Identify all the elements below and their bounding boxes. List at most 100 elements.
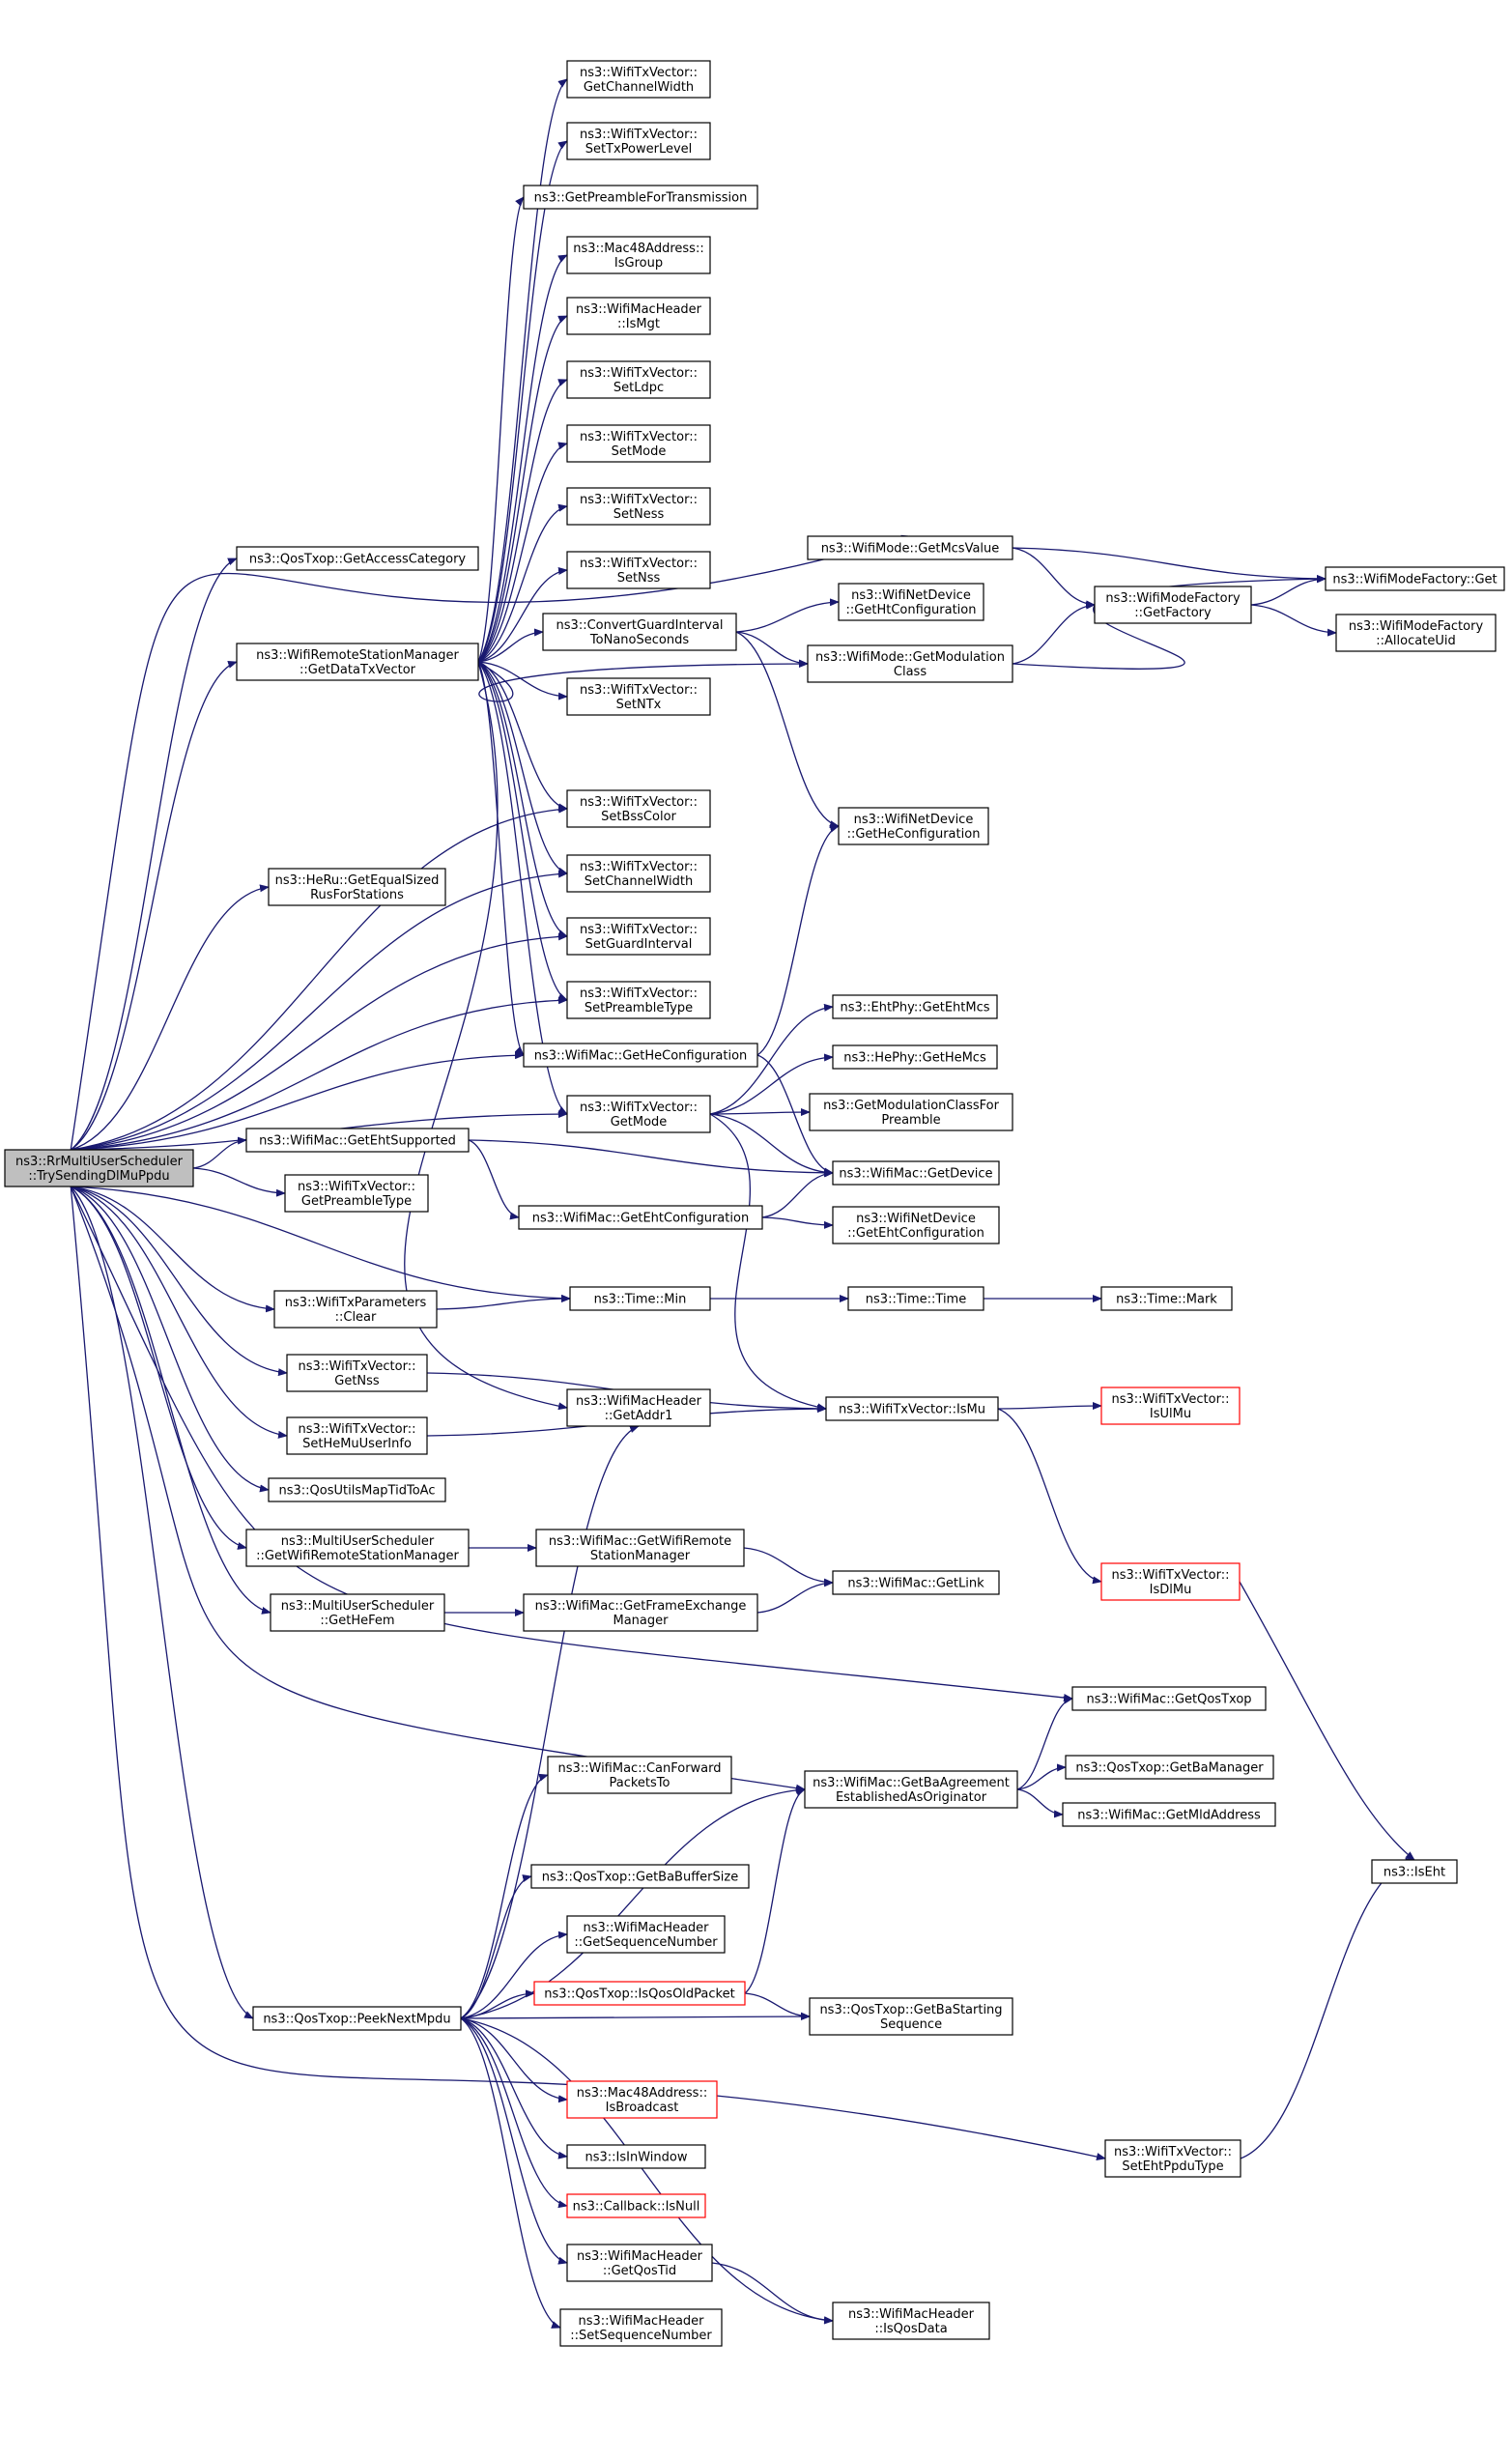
node-label: ns3::WifiTxVector:: (580, 366, 698, 381)
node-isUlMu[interactable]: ns3::WifiTxVector::IsUlMu (1100, 1387, 1241, 1425)
node-setMode[interactable]: ns3::WifiTxVector::SetMode (566, 424, 711, 463)
node-box (245, 1529, 470, 1567)
node-box (518, 1205, 763, 1230)
node-getHeConfigurationDev[interactable]: ns3::WifiNetDevice::GetHeConfiguration (838, 807, 989, 845)
node-label: ns3::WifiMode::GetMcsValue (821, 542, 1000, 557)
node-getFactory[interactable]: ns3::WifiModeFactory::GetFactory (1094, 586, 1252, 624)
node-getDevice[interactable]: ns3::WifiMac::GetDevice (832, 1160, 1000, 1186)
node-label: ns3::IsEht (1384, 1866, 1445, 1880)
node-getQosTid[interactable]: ns3::WifiMacHeader::GetQosTid (566, 2244, 713, 2282)
node-label: ns3::WifiMacHeader (576, 302, 702, 317)
node-getMode[interactable]: ns3::WifiTxVector::GetMode (566, 1095, 711, 1133)
call-edge (70, 534, 911, 1151)
node-label: ns3::WifiMacHeader (578, 2314, 704, 2329)
node-setNess[interactable]: ns3::WifiTxVector::SetNess (566, 487, 711, 526)
node-qosUtilsMapTidToAc[interactable]: ns3::QosUtilsMapTidToAc (268, 1477, 446, 1502)
node-isMu[interactable]: ns3::WifiTxVector::IsMu (825, 1396, 999, 1421)
node-label: EstablishedAsOriginator (836, 1790, 987, 1805)
node-box (807, 644, 1013, 683)
node-root[interactable]: ns3::RrMultiUserScheduler::TrySendingDlM… (4, 1149, 194, 1187)
node-setEhtPpduType[interactable]: ns3::WifiTxVector::SetEhtPpduType (1104, 2139, 1241, 2178)
node-box (832, 1206, 1000, 1244)
node-isDlMu[interactable]: ns3::WifiTxVector::IsDlMu (1100, 1562, 1241, 1601)
node-getHtConfiguration[interactable]: ns3::WifiNetDevice::GetHtConfiguration (838, 583, 984, 621)
call-edge (709, 1053, 834, 1115)
node-setTxPowerLevel[interactable]: ns3::WifiTxVector::SetTxPowerLevel (566, 122, 711, 160)
node-getEhtConfigurationMac[interactable]: ns3::WifiMac::GetEhtConfiguration (518, 1205, 763, 1230)
node-label: ns3::WifiTxVector:: (580, 860, 698, 874)
node-timeMark[interactable]: ns3::Time::Mark (1100, 1286, 1233, 1311)
node-isQosData[interactable]: ns3::WifiMacHeader::IsQosData (832, 2302, 990, 2340)
node-setPreambleType[interactable]: ns3::WifiTxVector::SetPreambleType (566, 981, 711, 1019)
node-isEht[interactable]: ns3::IsEht (1371, 1859, 1458, 1884)
node-getEhtSupported[interactable]: ns3::WifiMac::GetEhtSupported (245, 1128, 470, 1153)
node-getPreambleType[interactable]: ns3::WifiTxVector::GetPreambleType (284, 1174, 429, 1213)
node-isBroadcast[interactable]: ns3::Mac48Address::IsBroadcast (566, 2080, 718, 2119)
node-getHeConfigurationMac[interactable]: ns3::WifiMac::GetHeConfiguration (523, 1043, 758, 1068)
node-setNss[interactable]: ns3::WifiTxVector::SetNss (566, 551, 711, 589)
call-edge (70, 1186, 1073, 1701)
call-edge (70, 558, 238, 1151)
node-timeMin[interactable]: ns3::Time::Min (569, 1286, 711, 1311)
node-getSequenceNumber[interactable]: ns3::WifiMacHeader::GetSequenceNumber (566, 1915, 726, 1954)
node-getBaBufferSize[interactable]: ns3::QosTxop::GetBaBufferSize (530, 1864, 750, 1889)
node-getBaAgreement[interactable]: ns3::WifiMac::GetBaAgreementEstablishedA… (804, 1770, 1018, 1809)
node-getWifiRemoteStationManager[interactable]: ns3::MultiUserScheduler::GetWifiRemoteSt… (245, 1529, 470, 1567)
node-modeFactoryGet[interactable]: ns3::WifiModeFactory::Get (1325, 566, 1505, 591)
node-allocateUid[interactable]: ns3::WifiModeFactory::AllocateUid (1335, 614, 1497, 652)
node-isQosOldPacket[interactable]: ns3::QosTxop::IsQosOldPacket (533, 1981, 746, 2006)
node-label: Sequence (880, 2017, 942, 2032)
node-getEhtConfigurationDev[interactable]: ns3::WifiNetDevice::GetEhtConfiguration (832, 1206, 1000, 1244)
node-isMgt[interactable]: ns3::WifiMacHeader::IsMgt (566, 297, 711, 335)
node-box (566, 487, 711, 526)
node-getBaManager[interactable]: ns3::QosTxop::GetBaManager (1065, 1755, 1274, 1780)
node-peekNextMpdu[interactable]: ns3::QosTxop::PeekNextMpdu (252, 2006, 462, 2031)
node-label: ToNanoSeconds (589, 633, 689, 647)
node-label: ::IsQosData (874, 2322, 947, 2336)
node-getPreambleForTransmission[interactable]: ns3::GetPreambleForTransmission (523, 185, 758, 210)
node-getModulationClass[interactable]: ns3::WifiMode::GetModulationClass (807, 644, 1013, 683)
node-setLdpc[interactable]: ns3::WifiTxVector::SetLdpc (566, 360, 711, 399)
node-setGuardInterval[interactable]: ns3::WifiTxVector::SetGuardInterval (566, 917, 711, 956)
node-label: ns3::WifiTxVector:: (580, 795, 698, 810)
node-isGroup[interactable]: ns3::Mac48Address::IsGroup (566, 236, 711, 274)
call-edge (1240, 1857, 1415, 2159)
node-label: Class (894, 665, 927, 679)
node-getChannelWidth[interactable]: ns3::WifiTxVector::GetChannelWidth (566, 60, 711, 99)
node-label: ns3::WifiTxVector:: (580, 923, 698, 937)
node-getAccessCategory[interactable]: ns3::QosTxop::GetAccessCategory (236, 546, 479, 571)
node-label: ::GetAddr1 (605, 1409, 673, 1423)
node-box (566, 424, 711, 463)
node-callbackIsNull[interactable]: ns3::Callback::IsNull (566, 2193, 706, 2218)
node-label: ns3::QosTxop::GetBaManager (1075, 1761, 1264, 1776)
node-getEhtMcs[interactable]: ns3::EhtPhy::GetEhtMcs (832, 994, 998, 1019)
node-getDataTxVector[interactable]: ns3::WifiRemoteStationManager::GetDataTx… (236, 643, 479, 681)
node-getNss[interactable]: ns3::WifiTxVector::GetNss (286, 1354, 428, 1392)
node-setHeMuUserInfo[interactable]: ns3::WifiTxVector::SetHeMuUserInfo (286, 1416, 428, 1455)
node-label: SetHeMuUserInfo (302, 1437, 412, 1451)
node-timeTime[interactable]: ns3::Time::Time (847, 1286, 984, 1311)
node-getMcsValue[interactable]: ns3::WifiMode::GetMcsValue (807, 535, 1013, 560)
node-box (1104, 2139, 1241, 2178)
node-getLink[interactable]: ns3::WifiMac::GetLink (832, 1570, 1000, 1595)
node-txParamsClear[interactable]: ns3::WifiTxParameters::Clear (273, 1290, 438, 1329)
node-getAddr1[interactable]: ns3::WifiMacHeader::GetAddr1 (566, 1388, 711, 1427)
node-setBssColor[interactable]: ns3::WifiTxVector::SetBssColor (566, 789, 711, 828)
node-getMldAddress[interactable]: ns3::WifiMac::GetMldAddress (1062, 1802, 1276, 1827)
node-getHeMcs[interactable]: ns3::HePhy::GetHeMcs (832, 1044, 998, 1070)
node-setSequenceNumber[interactable]: ns3::WifiMacHeader::SetSequenceNumber (559, 2308, 723, 2347)
node-isInWindow[interactable]: ns3::IsInWindow (566, 2144, 706, 2169)
node-label: ns3::QosUtilsMapTidToAc (279, 1484, 436, 1499)
node-setNTx[interactable]: ns3::WifiTxVector::SetNTx (566, 677, 711, 716)
node-getHeFem[interactable]: ns3::MultiUserScheduler::GetHeFem (270, 1593, 445, 1632)
node-setChannelWidth[interactable]: ns3::WifiTxVector::SetChannelWidth (566, 854, 711, 893)
node-getQosTxop[interactable]: ns3::WifiMac::GetQosTxop (1071, 1686, 1267, 1711)
node-box (807, 535, 1013, 560)
node-macGetWifiRemote[interactable]: ns3::WifiMac::GetWifiRemoteStationManage… (535, 1529, 745, 1567)
